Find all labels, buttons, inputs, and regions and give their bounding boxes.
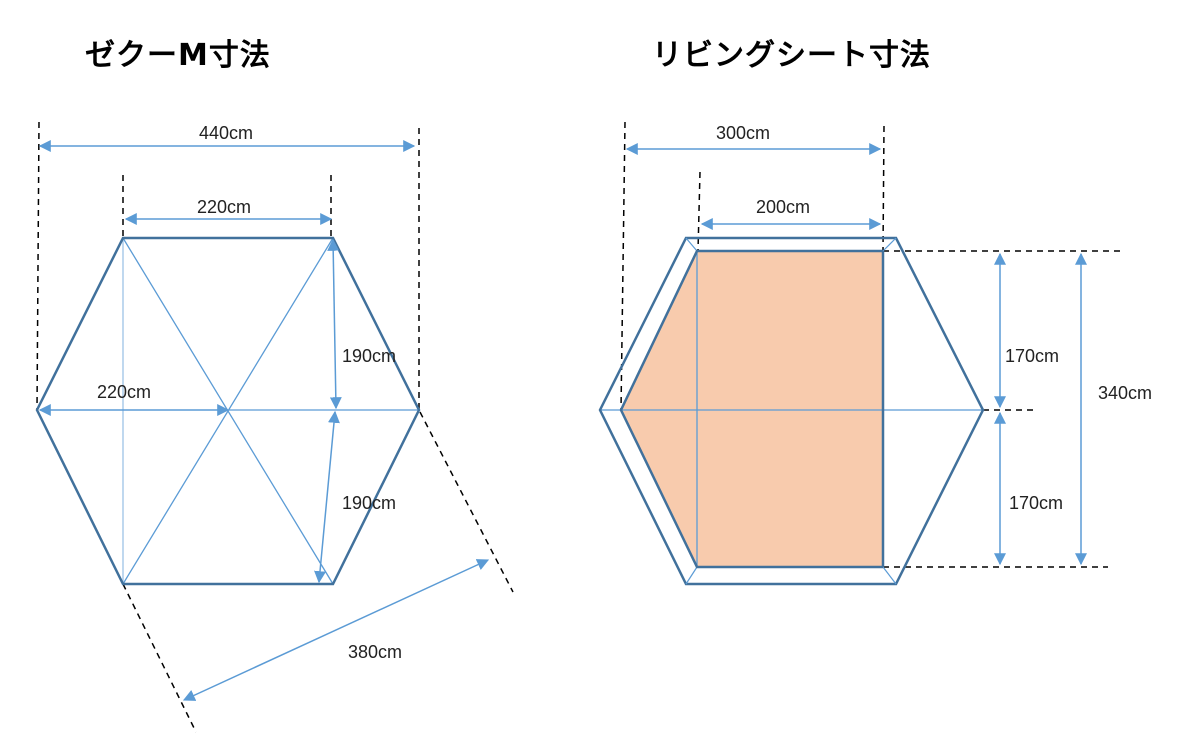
right-label-width-total: 300cm: [716, 123, 770, 143]
right-title: リビングシート寸法: [652, 38, 931, 73]
right-label-half-height-top: 170cm: [1005, 346, 1059, 366]
left-title: ゼクーM寸法: [85, 38, 271, 73]
left-label-radius: 220cm: [97, 382, 151, 402]
left-hex-spokes: [122, 237, 419, 585]
right-label-half-height-bottom: 170cm: [1009, 493, 1063, 513]
left-label-width-total: 440cm: [199, 123, 253, 143]
right-label-height-total: 340cm: [1098, 383, 1152, 403]
right-label-width-inner: 200cm: [756, 197, 810, 217]
left-label-diagonal: 380cm: [348, 642, 402, 662]
right-dimension-arrows: [625, 143, 1087, 566]
left-guide-lines: [36, 121, 514, 733]
left-label-width-top: 220cm: [197, 197, 251, 217]
right-diagram: 300cm 200cm 170cm 170cm 340cm: [598, 121, 1152, 586]
left-label-half-height-bottom: 190cm: [342, 493, 396, 513]
right-center-lines: [600, 251, 983, 567]
right-guide-lines: [620, 121, 1120, 568]
left-label-half-height-top: 190cm: [342, 346, 396, 366]
left-dimension-arrows: [38, 140, 490, 701]
living-sheet-outline: [619, 249, 883, 569]
left-diagram: 440cm 220cm 220cm 190cm 190cm 380cm: [35, 121, 514, 733]
living-sheet-area: [621, 251, 883, 567]
right-corner-connectors: [685, 237, 897, 585]
